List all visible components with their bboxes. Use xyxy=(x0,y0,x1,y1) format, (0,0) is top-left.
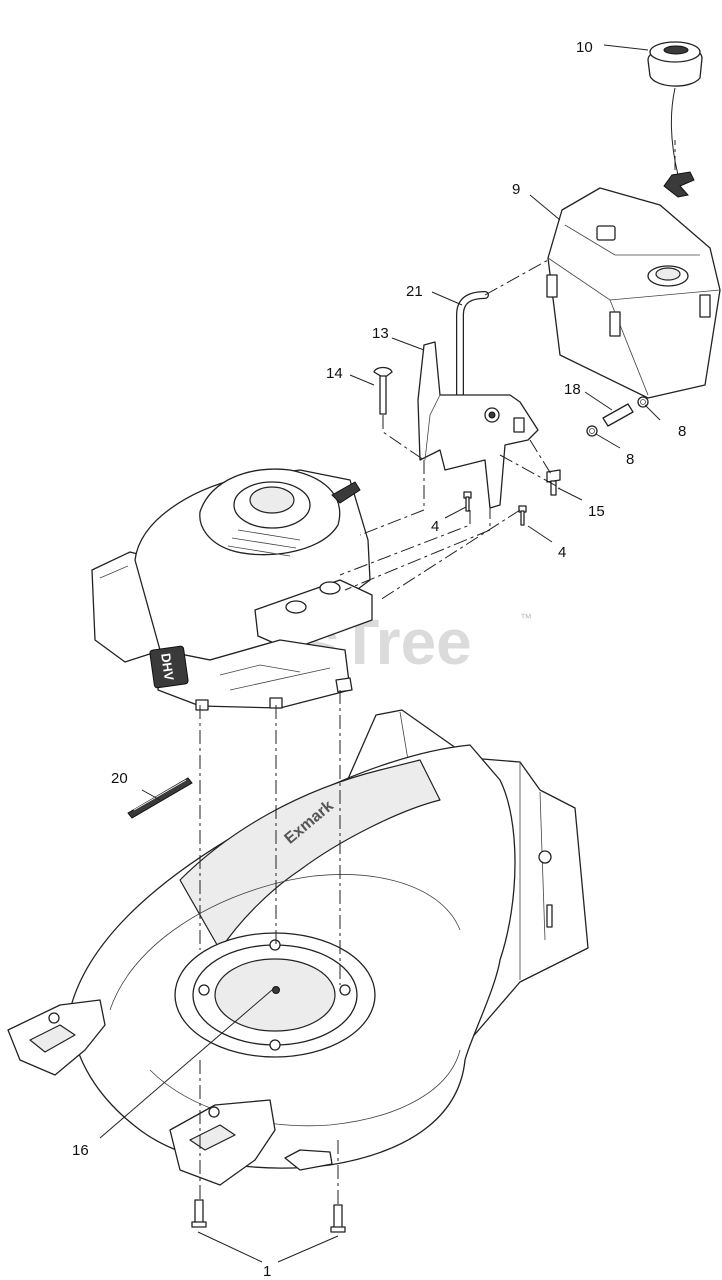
watermark-trademark: ™ xyxy=(520,611,532,625)
callout-21: 21 xyxy=(406,283,423,300)
part-4-screw-upper xyxy=(463,491,472,512)
part-8-clamp-upper xyxy=(637,396,649,408)
callout-18: 18 xyxy=(564,381,581,398)
mower-deck: Exmark xyxy=(7,709,589,1186)
part-13-bracket xyxy=(417,341,539,509)
part-20-decal xyxy=(127,777,193,819)
part-18-hose xyxy=(602,403,634,427)
part-15-bolt xyxy=(546,469,561,496)
part-8-clamp-lower xyxy=(586,425,598,437)
callout-8-lower: 8 xyxy=(626,451,634,468)
callout-14: 14 xyxy=(326,365,343,382)
callout-13: 13 xyxy=(372,325,389,342)
engine: DHV xyxy=(91,468,373,711)
callout-4-lower: 4 xyxy=(558,544,566,561)
callout-9: 9 xyxy=(512,181,520,198)
part-9-fuel-tank xyxy=(546,187,721,399)
callout-20: 20 xyxy=(111,770,128,787)
part-1-bolt-left xyxy=(191,1199,207,1228)
part-1-bolt-right xyxy=(330,1204,346,1233)
part-4-screw-lower xyxy=(518,505,527,526)
assembly-lines xyxy=(199,140,676,1205)
part-14-pin xyxy=(373,366,393,415)
callout-8-upper: 8 xyxy=(678,423,686,440)
engine-badge: DHV xyxy=(158,652,177,682)
part-10-fuel-cap xyxy=(647,41,703,198)
callout-15: 15 xyxy=(588,503,605,520)
leader-lines xyxy=(99,44,661,1263)
callout-16: 16 xyxy=(72,1142,89,1159)
callout-4-upper: 4 xyxy=(431,518,439,535)
callout-1: 1 xyxy=(263,1263,271,1280)
part-21-fuel-line xyxy=(456,291,489,444)
callout-10: 10 xyxy=(576,39,593,56)
callout-labels: 10 9 21 13 14 18 8 8 15 4 4 20 16 1 xyxy=(72,39,686,1280)
